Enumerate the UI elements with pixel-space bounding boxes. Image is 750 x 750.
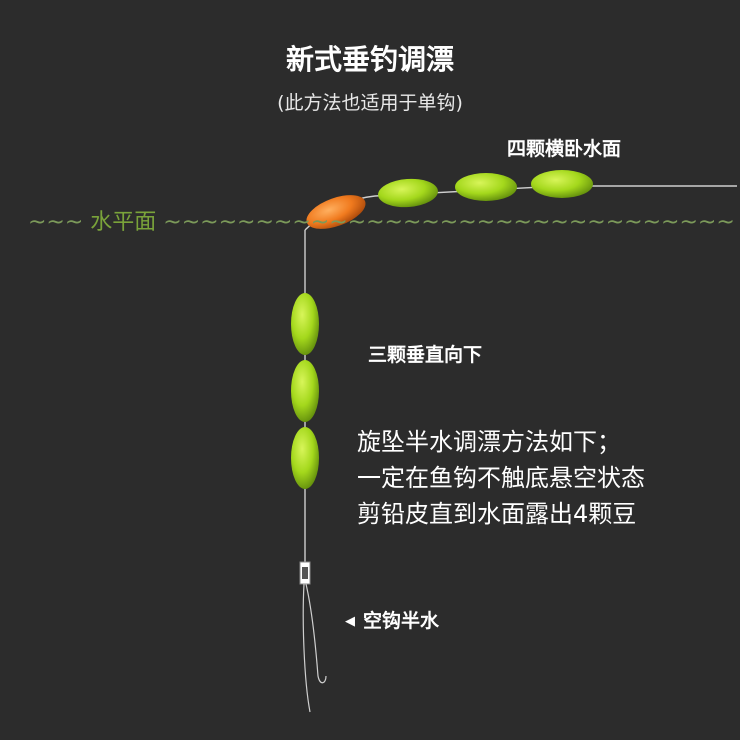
hook-line-right: [305, 583, 327, 684]
horizontal-bean: [378, 178, 438, 208]
horizontal-bean: [455, 173, 517, 201]
water-level-label: 水平面: [90, 210, 157, 235]
horizontal-bean: [531, 170, 593, 198]
water-tildes-right: ~~~~~~~~~~~~~~~~~~~~~~~~~~~~~~~: [156, 210, 735, 235]
horizontal-bean-orange: [306, 195, 366, 229]
horizontal-beans-label: 四颗横卧水面: [507, 138, 622, 160]
vertical-bean: [291, 360, 319, 422]
empty-hook-label: 空钩半水: [363, 610, 440, 632]
description-line: 剪铅皮直到水面露出4颗豆: [357, 500, 637, 528]
water-level-line: ~~~ 水平面 ~~~~~~~~~~~~~~~~~~~~~~~~~~~~~~~: [28, 204, 735, 236]
page-title: 新式垂钓调漂: [285, 43, 454, 76]
vertical-bean: [291, 293, 319, 355]
hook-line-left: [302, 583, 311, 713]
vertical-beans-label: 三颗垂直向下: [368, 344, 483, 366]
description-line: 一定在鱼钩不触底悬空状态: [357, 464, 645, 492]
empty-hook-label-group: ◀ 空钩半水: [345, 606, 439, 633]
vertical-bean: [291, 427, 319, 489]
method-description: 旋坠半水调漂方法如下； 一定在鱼钩不触底悬空状态 剪铅皮直到水面露出4颗豆: [357, 424, 645, 532]
left-triangle-icon: ◀: [345, 614, 355, 629]
page-subtitle: (此方法也适用于单钩): [277, 92, 463, 114]
water-tildes-left: ~~~: [28, 210, 91, 235]
description-line: 旋坠半水调漂方法如下；: [357, 428, 621, 456]
